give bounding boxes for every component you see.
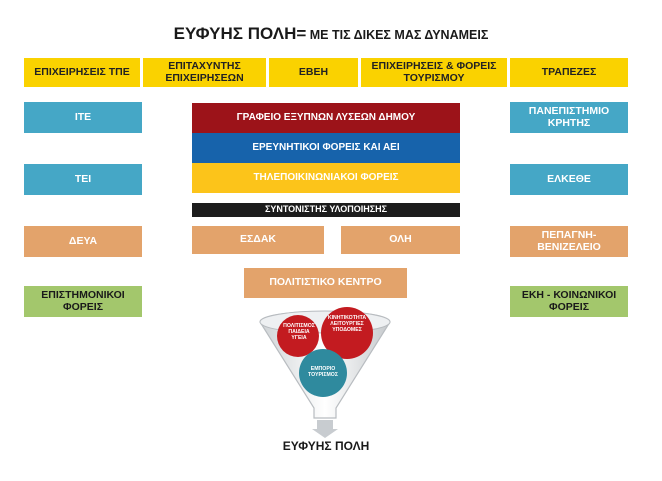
left-box-scientific: ΕΠΙΣΤΗΜΟΝΙΚΟΙ ΦΟΡΕΙΣ xyxy=(24,286,142,317)
down-arrow-icon xyxy=(312,420,338,438)
center-coordinator: ΣΥΝΤΟΝΙΣΤΗΣ ΥΛΟΠΟΙΗΣΗΣ xyxy=(192,203,460,217)
diagram-title: ΕΥΦΥΗΣ ΠΟΛΗ= ΜΕ ΤΙΣ ΔΙΚΕΣ ΜΑΣ ΔΥΝΑΜΕΙΣ xyxy=(0,24,662,44)
top-box-tourism: ΕΠΙΧΕΙΡΗΣΕΙΣ & ΦΟΡΕΙΣ ΤΟΥΡΙΣΜΟΥ xyxy=(361,58,507,87)
left-box-deya: ΔΕΥΑ xyxy=(24,226,142,257)
center-smart-office: ΓΡΑΦΕΙΟ ΕΞΥΠΝΩΝ ΛΥΣΕΩΝ ΔΗΜΟΥ xyxy=(192,103,460,133)
right-box-hospital: ΠΕΠΑΓΝΗ-ΒΕΝΙΖΕΛΕΙΟ xyxy=(510,226,628,257)
top-box-accelerator: ΕΠΙΤΑΧΥΝΤΗΣ ΕΠΙΧΕΙΡΗΣΕΩΝ xyxy=(143,58,266,87)
circle-culture-label: ΠΟΛΙΤΙΣΜΟΣ ΠΑΙΔΕΙΑ ΥΓΕΙΑ xyxy=(283,323,315,341)
right-box-elkethe: ΕΛΚΕΘΕ xyxy=(510,164,628,195)
middle-box-port: ΟΛΗ xyxy=(341,226,460,254)
center-research: ΕΡΕΥΝΗΤΙΚΟΙ ΦΟΡΕΙΣ ΚΑΙ ΑΕΙ xyxy=(192,133,460,163)
output-label: ΕΥΦΥΗΣ ΠΟΛΗ xyxy=(282,439,370,453)
circle-culture xyxy=(277,315,319,357)
circle-commerce xyxy=(299,349,347,397)
right-box-social: ΕΚΗ - ΚΟΙΝΩΝΙΚΟΙ ΦΟΡΕΙΣ xyxy=(510,286,628,317)
title-main: ΕΥΦΥΗΣ ΠΟΛΗ= xyxy=(173,24,307,43)
title-sub: ΜΕ ΤΙΣ ΔΙΚΕΣ ΜΑΣ ΔΥΝΑΜΕΙΣ xyxy=(306,28,489,42)
middle-box-esdak: ΕΣΔΑΚ xyxy=(192,226,324,254)
center-telecom: ΤΗΛΕΠΟΙΚΙΝΩΝΙΑΚΟΙ ΦΟΡΕΙΣ xyxy=(192,163,460,193)
funnel-graphic xyxy=(259,307,391,438)
circle-mobility-label: ΚΙΝΗΤΙΚΟΤΗΤΑ ΛΕΙΤΟΥΡΓΙΕΣ ΥΠΟΔΟΜΕΣ xyxy=(327,315,367,333)
top-box-banks: ΤΡΑΠΕΖΕΣ xyxy=(510,58,628,87)
culture-center-box: ΠΟΛΙΤΙΣΤΙΚΟ ΚΕΝΤΡΟ xyxy=(244,268,407,298)
left-box-ite: ΙΤΕ xyxy=(24,102,142,133)
left-box-tei: ΤΕΙ xyxy=(24,164,142,195)
circle-commerce-label: ΕΜΠΟΡΙΟ ΤΟΥΡΙΣΜΟΣ xyxy=(308,366,338,378)
circle-mobility xyxy=(321,307,373,359)
right-box-university: ΠΑΝΕΠΙΣΤΗΜΙΟ ΚΡΗΤΗΣ xyxy=(510,102,628,133)
top-box-chamber: ΕΒΕΗ xyxy=(269,58,358,87)
top-box-ict-businesses: ΕΠΙΧΕΙΡΗΣΕΙΣ ΤΠΕ xyxy=(24,58,140,87)
